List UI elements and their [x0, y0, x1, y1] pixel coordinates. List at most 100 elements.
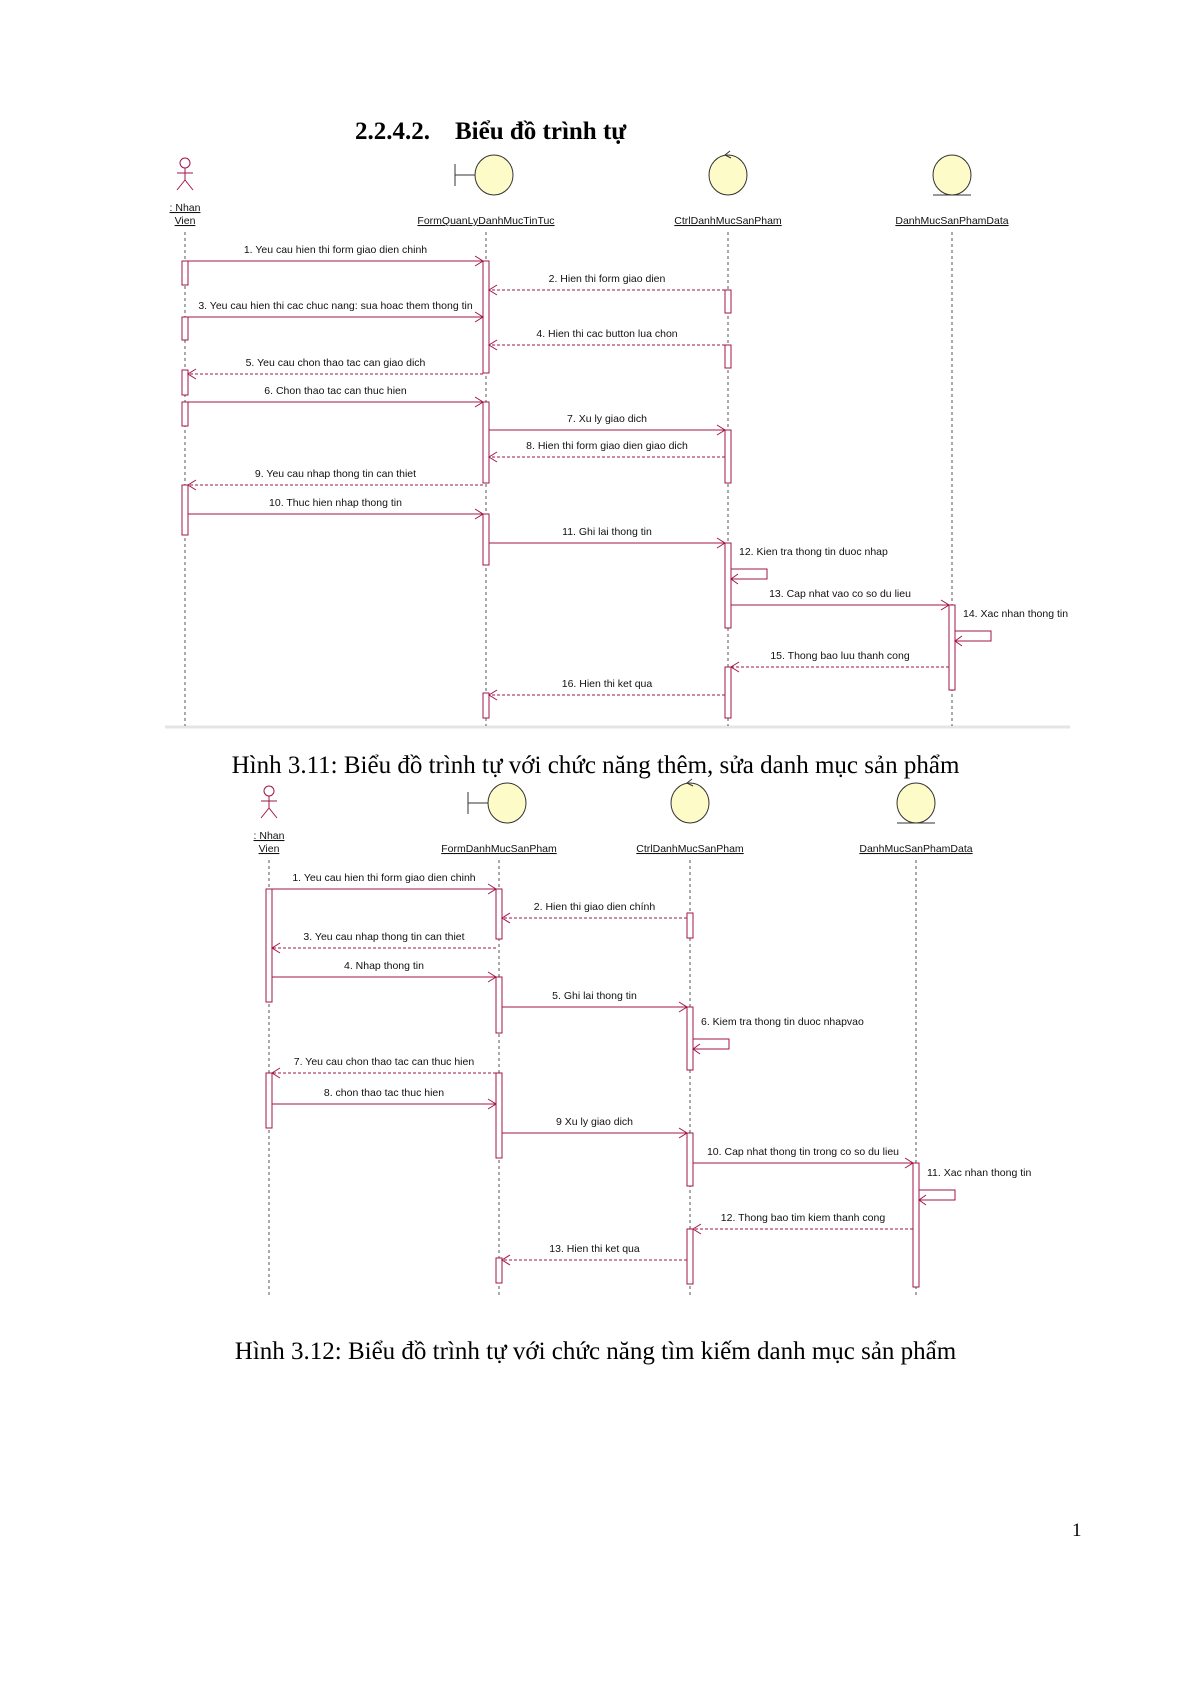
section-number: 2.2.4.2. — [355, 118, 430, 145]
activation-bar — [686, 1006, 694, 1071]
message-1: 1. Yeu cau hien thi form giao dien chinh — [272, 872, 497, 895]
arrow-head — [488, 689, 498, 701]
activation-bar — [686, 912, 694, 939]
message-9: 9. Yeu cau nhap thong tin can thiet — [187, 468, 483, 491]
message-1: 1. Yeu cau hien thi form giao dien chinh — [188, 244, 484, 267]
actor-icon — [260, 785, 278, 819]
message-14: 14. Xac nhan thong tin — [954, 608, 1068, 647]
message-label: 6. Chon thao tac can thuc hien — [264, 385, 407, 397]
message-15: 15. Thong bao luu thanh cong — [730, 650, 949, 673]
arrow-head — [488, 284, 498, 296]
figure-caption-3-12: Hình 3.12: Biểu đồ trình tự với chức năn… — [234, 1338, 957, 1365]
activation-bar — [495, 976, 503, 1034]
activation-bar — [724, 429, 732, 484]
activation-bar — [912, 1162, 920, 1288]
message-label: 3. Yeu cau nhap thong tin can thiet — [303, 931, 464, 943]
activation-bar — [181, 369, 189, 396]
entity-icon — [932, 154, 972, 196]
message-label: 13. Hien thi ket qua — [549, 1243, 640, 1255]
object-circle — [474, 154, 514, 196]
arrow-head — [474, 396, 484, 408]
activation-bar — [265, 1072, 273, 1129]
lifeline-label: DanhMucSanPhamData — [859, 843, 972, 855]
self-message-arrow — [919, 1189, 956, 1201]
message-3: 3. Yeu cau nhap thong tin can thiet — [271, 931, 496, 954]
arrow-head — [187, 479, 197, 491]
message-2: 2. Hien thi giao dien chính — [501, 901, 687, 924]
activation-bar — [181, 260, 189, 286]
lifeline-label: Vien — [259, 843, 280, 855]
section-title: Biểu đồ trình tự — [455, 118, 627, 145]
object-circle — [932, 154, 972, 196]
arrow-head — [678, 1001, 688, 1013]
message-6: 6. Chon thao tac can thuc hien — [188, 385, 484, 408]
message-label: 9. Yeu cau nhap thong tin can thiet — [255, 468, 416, 480]
message-6: 6. Kiem tra thong tin duoc nhapvao — [692, 1016, 864, 1055]
activation-bar — [495, 888, 503, 940]
lifeline-label: : Nhan — [170, 202, 201, 214]
self-message-arrow — [693, 1038, 730, 1050]
message-label: 15. Thong bao luu thanh cong — [770, 650, 910, 662]
message-label: 12. Kien tra thong tin duoc nhap — [739, 546, 888, 558]
arrow-head — [904, 1157, 914, 1169]
arrow-head — [501, 912, 511, 924]
arrow-head — [487, 883, 497, 895]
message-4: 4. Nhap thong tin — [272, 960, 497, 983]
message-label: 6. Kiem tra thong tin duoc nhapvao — [701, 1016, 864, 1028]
activation-bar — [482, 401, 490, 484]
figure-caption-3-11: Hình 3.11: Biểu đồ trình tự với chức năn… — [231, 752, 960, 779]
arrow-head — [954, 635, 963, 647]
control-arrow — [724, 150, 732, 159]
activation-bar — [482, 692, 490, 719]
control-icon — [708, 150, 748, 196]
message-label: 2. Hien thi form giao dien — [549, 273, 666, 285]
message-label: 10. Thuc hien nhap thong tin — [269, 497, 402, 509]
message-label: 12. Thong bao tim kiem thanh cong — [721, 1212, 886, 1224]
arrow-head — [692, 1223, 702, 1235]
arrow-head — [730, 573, 739, 585]
message-10: 10. Cap nhat thong tin trong co so du li… — [693, 1146, 914, 1169]
boundary-mark — [454, 164, 475, 186]
message-10: 10. Thuc hien nhap thong tin — [188, 497, 484, 520]
actor-head — [263, 785, 275, 797]
message-label: 8. chon thao tac thuc hien — [324, 1087, 444, 1099]
message-label: 11. Xac nhan thong tin — [927, 1167, 1031, 1179]
activation-bar — [265, 888, 273, 1003]
section-heading: 2.2.4.2. Biểu đồ trình tự — [355, 118, 626, 146]
message-13: 13. Cap nhat vao co so du lieu — [731, 588, 950, 611]
actor-body — [176, 168, 194, 191]
activation-bar — [495, 1257, 503, 1284]
message-label: 1. Yeu cau hien thi form giao dien chinh — [292, 872, 475, 884]
arrow-head — [474, 311, 484, 323]
control-icon — [670, 778, 710, 824]
entity-icon — [896, 782, 936, 824]
arrow-head — [692, 1043, 701, 1055]
message-label: 7. Yeu cau chon thao tac can thuc hien — [294, 1056, 475, 1068]
message-16: 16. Hien thi ket qua — [488, 678, 725, 701]
message-label: 2. Hien thi giao dien chính — [534, 901, 656, 913]
lifeline-label: FormQuanLyDanhMucTinTuc — [417, 215, 554, 227]
arrow-head — [918, 1194, 927, 1206]
message-label: 13. Cap nhat vao co so du lieu — [769, 588, 911, 600]
message-8: 8. chon thao tac thuc hien — [272, 1087, 497, 1110]
message-label: 5. Ghi lai thong tin — [552, 990, 637, 1002]
control-arrow — [686, 778, 694, 787]
activation-bar — [948, 604, 956, 691]
arrow-head — [187, 368, 197, 380]
message-5: 5. Yeu cau chon thao tac can giao dich — [187, 357, 483, 380]
message-2: 2. Hien thi form giao dien — [488, 273, 725, 296]
lifeline-label: CtrlDanhMucSanPham — [636, 843, 744, 855]
boundary-icon — [467, 782, 527, 824]
message-label: 9 Xu ly giao dich — [556, 1116, 633, 1128]
lifeline-label: : Nhan — [254, 830, 285, 842]
arrow-head — [487, 971, 497, 983]
message-12: 12. Kien tra thong tin duoc nhap — [730, 546, 888, 585]
arrow-head — [488, 451, 498, 463]
self-message-arrow — [955, 630, 992, 642]
arrow-head — [716, 424, 726, 436]
lifeline-label: CtrlDanhMucSanPham — [674, 215, 782, 227]
